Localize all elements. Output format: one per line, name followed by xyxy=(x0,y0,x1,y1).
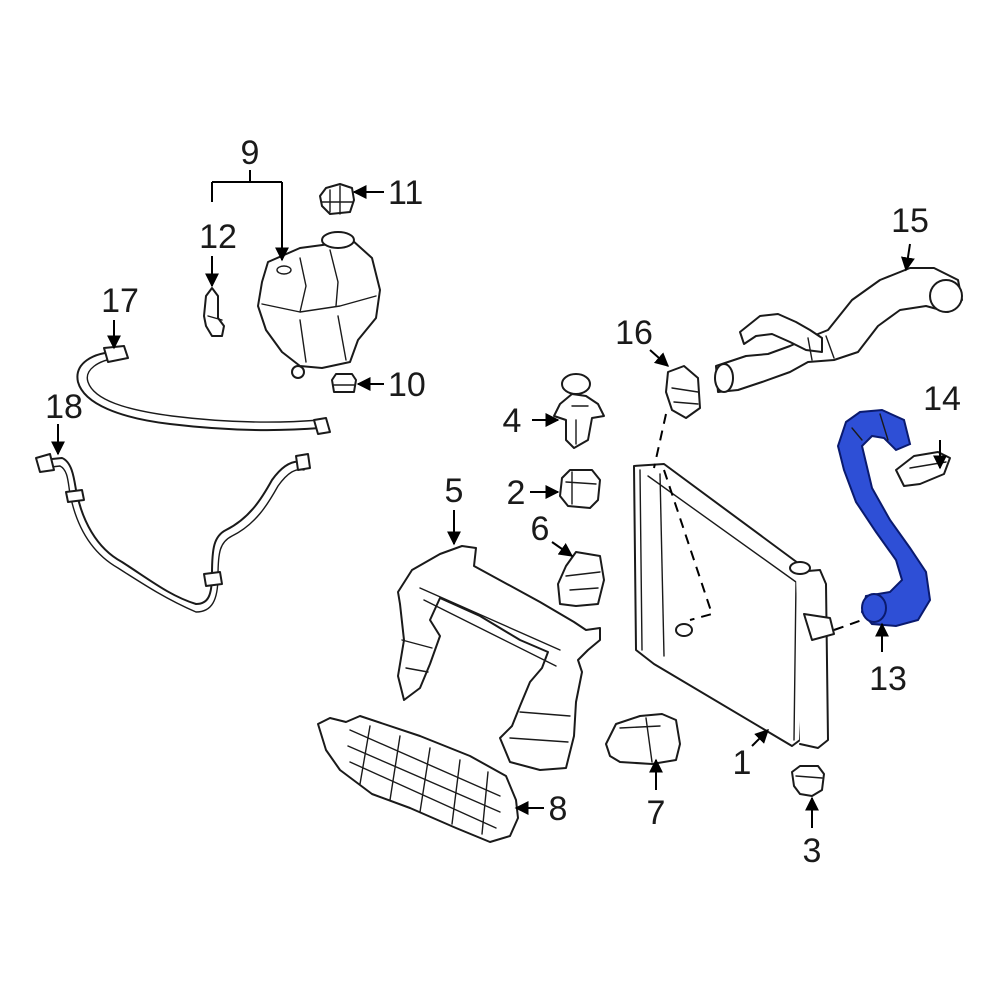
callout-3: 3 xyxy=(803,832,822,870)
callout-9: 9 xyxy=(241,134,260,172)
radiator-mount-part[interactable] xyxy=(559,469,601,509)
radiator-bracket-part[interactable] xyxy=(553,373,605,449)
tank-grommet-part[interactable] xyxy=(331,373,357,393)
callout-6: 6 xyxy=(531,510,550,548)
callout-4: 4 xyxy=(503,402,522,440)
callout-labels: 9 11 12 10 17 18 16 4 2 6 5 7 8 1 3 13 1… xyxy=(45,134,961,870)
radiator-support-part[interactable] xyxy=(397,545,601,771)
expansion-tank-part[interactable] xyxy=(257,231,381,379)
callout-8: 8 xyxy=(549,790,568,828)
air-duct-part-7[interactable] xyxy=(605,713,681,765)
level-sensor-part[interactable] xyxy=(203,287,225,337)
lower-hose-part-13[interactable] xyxy=(836,408,932,628)
grille-part[interactable] xyxy=(317,715,519,843)
callout-12: 12 xyxy=(199,218,237,256)
leader-lines xyxy=(51,170,947,828)
callout-17: 17 xyxy=(101,282,139,320)
alignment-lines xyxy=(653,413,863,631)
hose-clamp-part-14[interactable] xyxy=(895,451,951,487)
radiator-part[interactable] xyxy=(633,463,835,749)
callout-10: 10 xyxy=(388,366,426,404)
callout-14: 14 xyxy=(923,380,961,418)
hose-clamp-part-16[interactable] xyxy=(665,365,701,419)
callout-13: 13 xyxy=(869,660,907,698)
drain-plug-part[interactable] xyxy=(791,765,825,797)
upper-hose-part[interactable] xyxy=(714,267,963,393)
callout-1: 1 xyxy=(733,744,752,782)
callout-5: 5 xyxy=(445,472,464,510)
overflow-hose-part[interactable] xyxy=(76,345,331,435)
air-deflector-part-6[interactable] xyxy=(557,551,605,607)
bleed-line-part[interactable] xyxy=(35,453,311,613)
callout-7: 7 xyxy=(647,794,666,832)
callout-16: 16 xyxy=(615,314,653,352)
reservoir-cap-part[interactable] xyxy=(319,183,355,215)
callout-18: 18 xyxy=(45,388,83,426)
callout-2: 2 xyxy=(507,474,526,512)
callout-15: 15 xyxy=(891,202,929,240)
callout-11: 11 xyxy=(388,174,423,212)
